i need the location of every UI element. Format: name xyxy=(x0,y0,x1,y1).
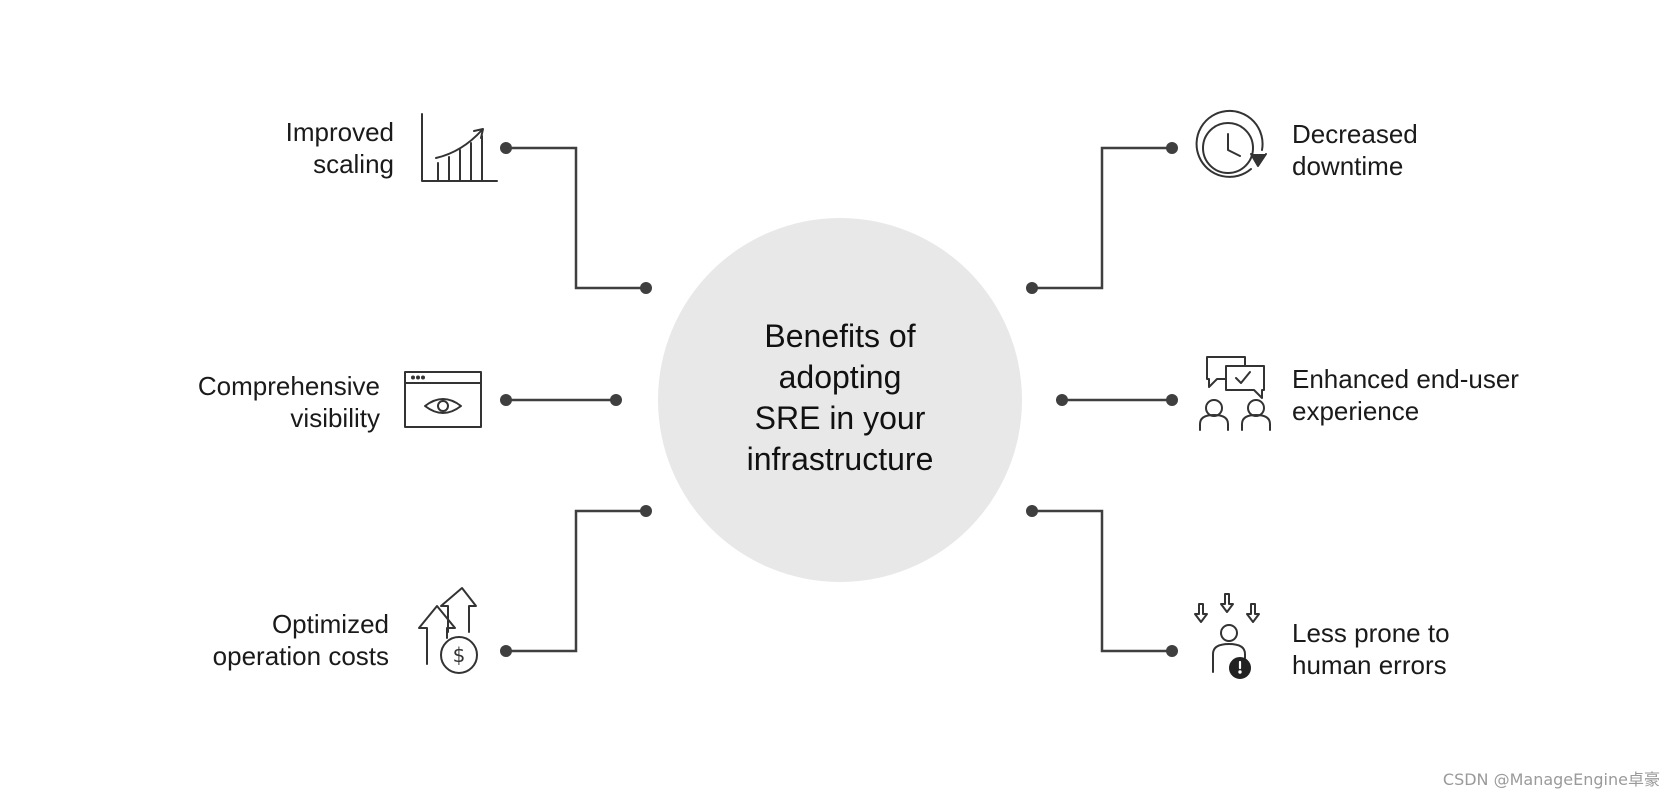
watermark: CSDN @ManageEngine卓豪 xyxy=(1442,770,1660,789)
connector-dot xyxy=(1026,282,1038,294)
user-alert-icon xyxy=(1194,593,1260,679)
center-title-line: Benefits of xyxy=(764,318,916,354)
browser-eye-icon xyxy=(404,371,482,428)
benefit-label-decreased-downtime: Decreased downtime xyxy=(1292,119,1418,181)
center-title-line: SRE in your xyxy=(754,400,926,436)
connector-dot xyxy=(640,282,652,294)
connector-optimized-costs xyxy=(506,509,646,653)
connector-dot xyxy=(640,505,652,517)
svg-text:$: $ xyxy=(453,643,466,667)
benefit-label-enhanced-experience: Enhanced end-user experience xyxy=(1292,364,1519,426)
connector-dot xyxy=(1026,505,1038,517)
benefit-label-optimized-costs: Optimized operation costs xyxy=(212,609,389,671)
connector-less-errors xyxy=(1032,509,1172,653)
connector-improved-scaling xyxy=(506,146,646,290)
connector-dot xyxy=(1056,394,1068,406)
benefit-label-less-errors: Less prone to human errors xyxy=(1292,618,1450,680)
connector-dot xyxy=(500,394,512,406)
growth-chart-icon xyxy=(421,113,498,182)
center-circle xyxy=(658,218,1022,582)
connector-decreased-downtime xyxy=(1032,146,1172,290)
connector-dot xyxy=(1166,645,1178,657)
center-title: Benefits of adopting SRE in your infrast… xyxy=(660,316,1020,480)
users-chat-icon xyxy=(1199,356,1271,431)
benefit-label-comprehensive-visibility: Comprehensive visibility xyxy=(197,371,380,433)
benefit-label-improved-scaling: Improved scaling xyxy=(285,117,394,179)
clock-refresh-icon xyxy=(1195,109,1267,178)
center-title-line: infrastructure xyxy=(746,441,934,477)
connector-dot xyxy=(1166,142,1178,154)
center-title-line: adopting xyxy=(778,359,902,395)
connector-dot xyxy=(500,142,512,154)
connector-dot xyxy=(1166,394,1178,406)
connector-dot xyxy=(610,394,622,406)
cost-arrows-icon: $ xyxy=(418,587,478,674)
connector-dot xyxy=(500,645,512,657)
